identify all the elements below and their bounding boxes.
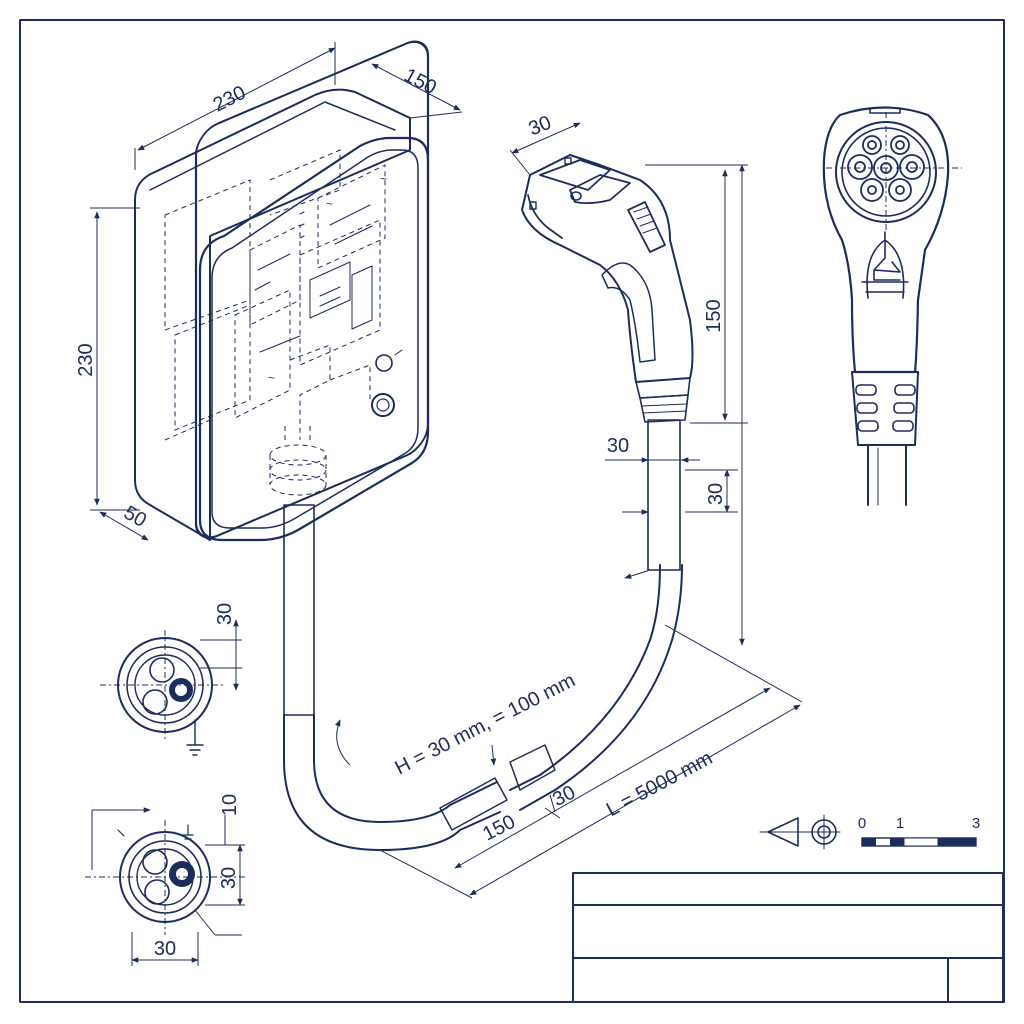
drawing-border [19,19,1005,1003]
dim-cable-pitch: 30 [705,483,727,505]
charging-plug-side [521,154,694,423]
scale-label-1: 1 [896,815,904,832]
svg-text:~: ~ [380,172,387,186]
charging-plug-front [822,106,962,506]
dim-plug-height: 150 [703,299,725,332]
dim-section-b-side: 30 [218,867,240,889]
svg-text:~: ~ [326,197,333,211]
cable-section-b [85,820,245,936]
dim-section-a: 30 [214,603,236,625]
projection-symbol-icon [759,814,841,850]
charging-cable [283,419,683,851]
scale-bar: 0 1 3 [858,815,980,847]
dim-hose-segment: 150 [479,811,519,846]
dim-box-thickness: 50 [120,502,150,532]
dim-hose-spec: H = 30 mm, = 100 mm [392,669,579,779]
dim-cable-dia: 30 [607,435,629,457]
scale-label-3: 3 [972,815,980,832]
dim-box-height: 230 [75,343,97,376]
svg-text:~: ~ [268,371,275,385]
dim-box-width: 230 [210,82,250,117]
dim-cable-length: L = 5000 mm [603,747,716,821]
dim-section-b-top: 10 [219,794,241,816]
wallbox-enclosure: ~ ~ ~ [134,40,430,542]
dim-section-b-width: 30 [154,938,176,960]
title-block [572,872,1004,1003]
dim-box-depth: 150 [400,64,440,99]
scale-label-0: 0 [858,815,866,832]
ground-symbol-icon [186,719,204,756]
dimension-lines [90,42,803,966]
cable-section-a [100,630,225,756]
